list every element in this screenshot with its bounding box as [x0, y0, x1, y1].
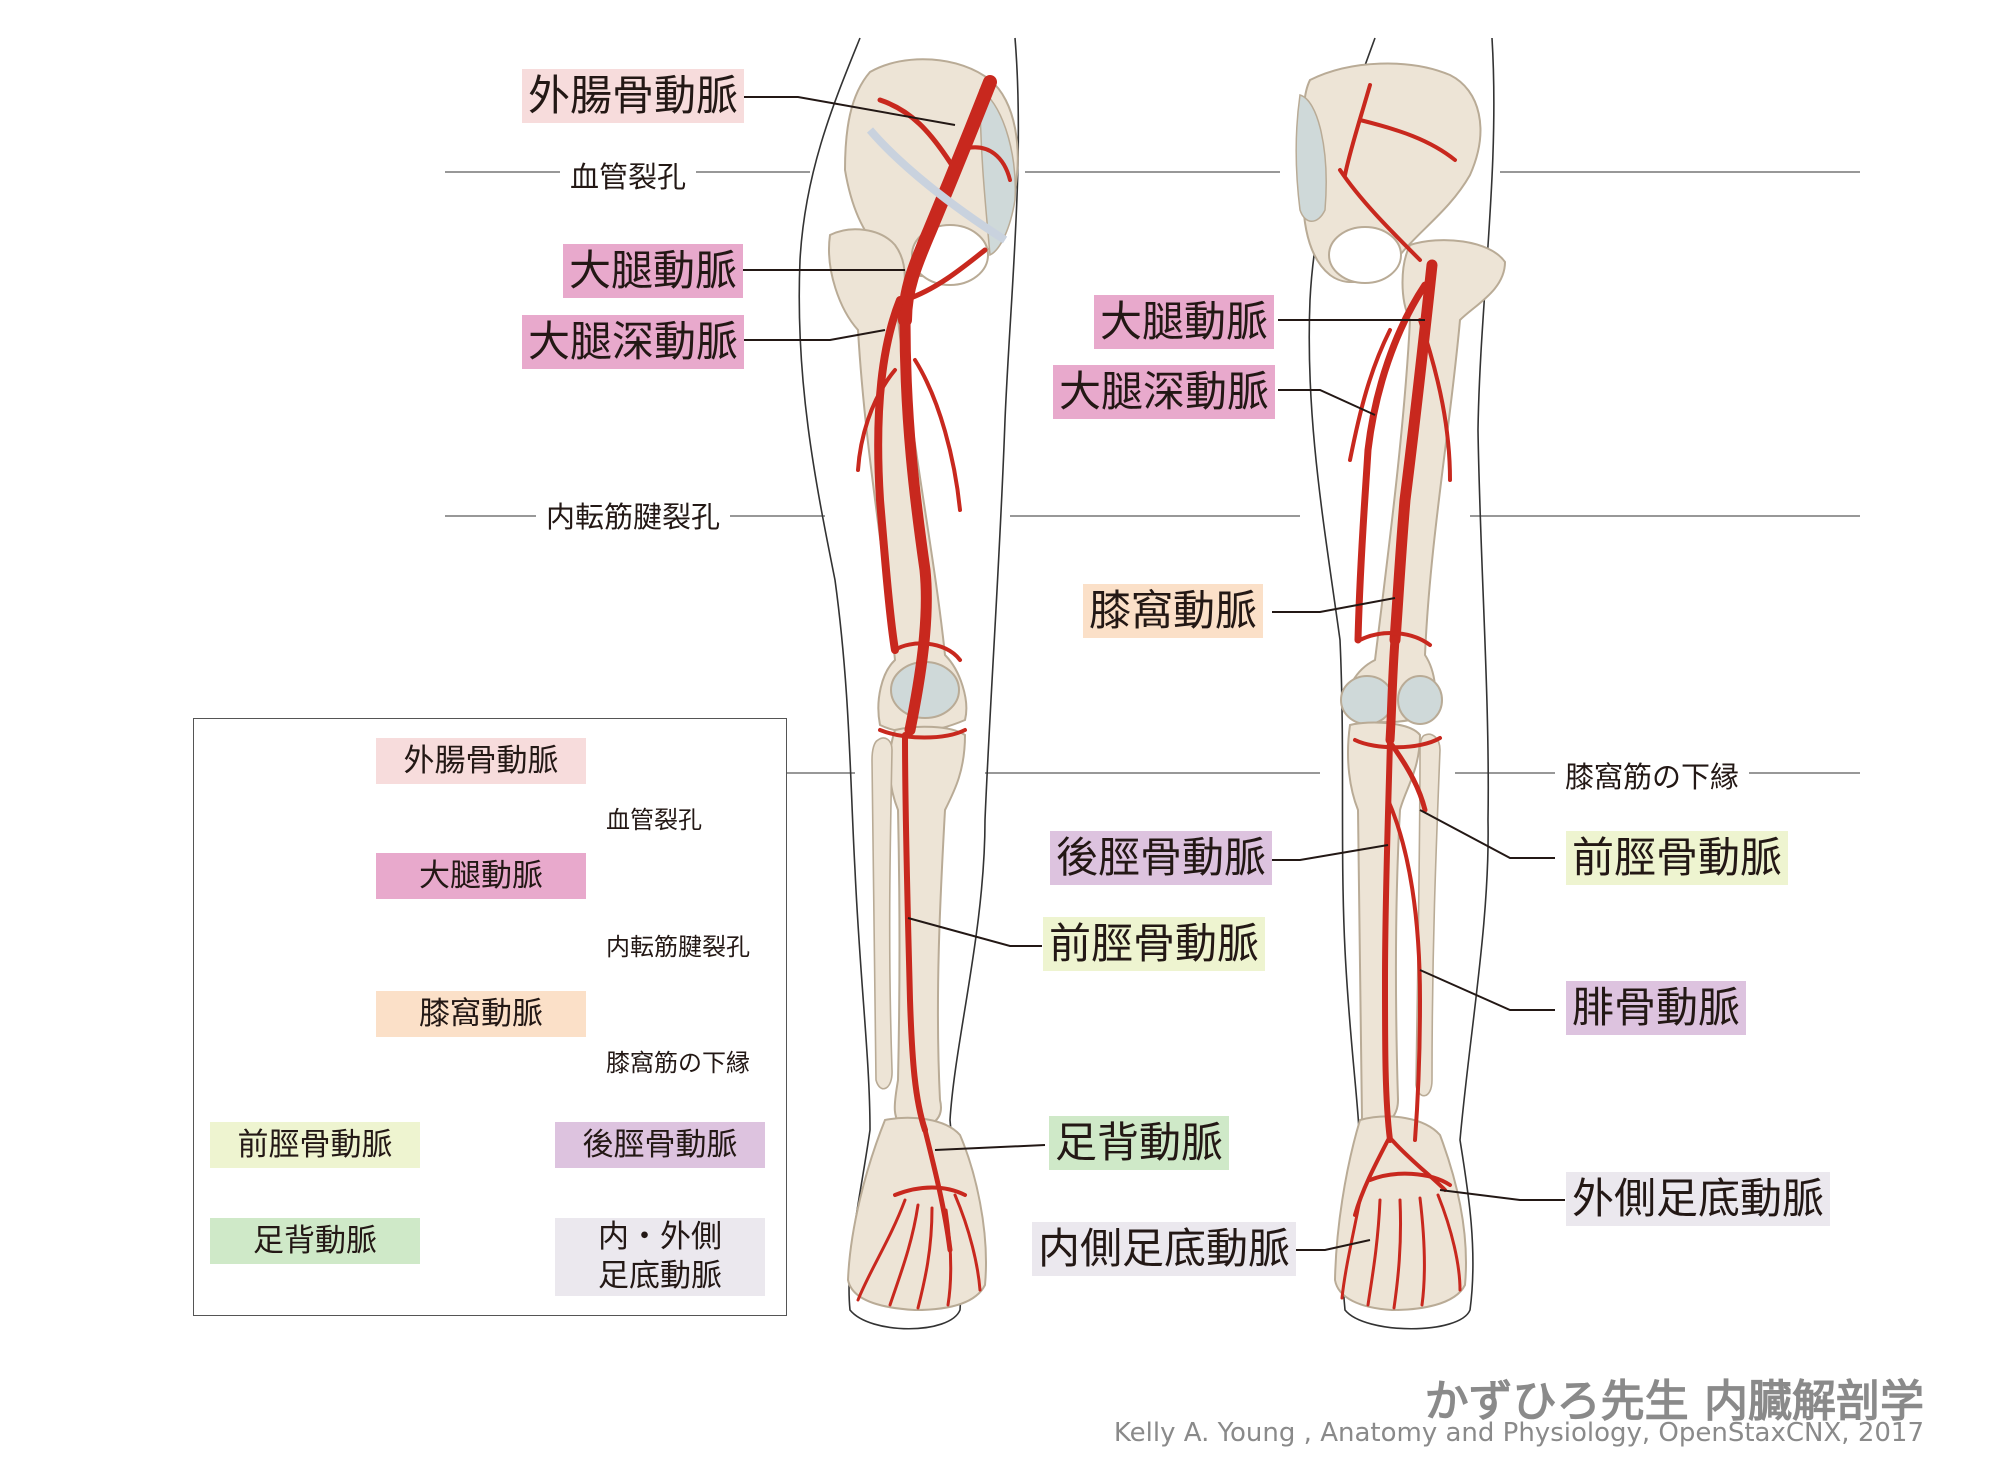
anterior-dorsalis-pedis-label: 足背動脈 [1049, 1116, 1230, 1170]
leader-fibular [1419, 969, 1555, 1011]
anterior-digital-arteries [856, 1193, 982, 1310]
posterior-arteries [1338, 83, 1462, 1310]
leader-medial-plantar [1292, 1239, 1371, 1251]
anterior-external-iliac-artery [898, 75, 997, 327]
leader-posterior-deep-femoral [1278, 389, 1376, 416]
leader-posterior-tibial [1272, 844, 1389, 861]
anterior-genicular-ring [878, 641, 967, 740]
posterior-medial-plantar-label: 内側足底動脈 [1032, 1222, 1297, 1276]
posterior-tibial-artery [1382, 737, 1393, 1143]
flowchart-plantar-line1: 内・外側 [598, 1219, 722, 1256]
posterior-femoral-artery [1389, 259, 1438, 646]
posterior-obturator [1328, 226, 1402, 284]
posterior-sacrum [1295, 94, 1327, 222]
flowchart-anterior-tibial: 前脛骨動脈 [210, 1122, 420, 1168]
leader-popliteal [1272, 597, 1396, 613]
anterior-anterior-tibial-label: 前脛骨動脈 [1043, 917, 1266, 971]
posterior-plantar-arch [1368, 1171, 1452, 1187]
anterior-femoral-artery [899, 314, 932, 736]
posterior-iliac-branches [1343, 83, 1457, 177]
flowchart-femoral: 大腿動脈 [376, 853, 586, 899]
posterior-lateral-plantar-artery [1390, 1138, 1447, 1192]
posterior-lateral-condyle [1397, 675, 1443, 725]
posterior-digital-arteries [1340, 1193, 1462, 1310]
anterior-deep-femoral-artery [874, 296, 904, 654]
leader-dorsalis-pedis [934, 1144, 1046, 1151]
anterior-leg-outline [798, 37, 1020, 1330]
anterior-fibula [871, 737, 893, 1090]
leader-anterior-deep-femoral [742, 329, 886, 341]
leader-anterior-external-iliac [742, 96, 956, 126]
flowchart-vascular-lacuna: 血管裂孔 [606, 806, 702, 834]
flowchart-external-iliac: 外腸骨動脈 [376, 738, 586, 784]
anterior-deep-femoral-label: 大腿深動脈 [522, 315, 745, 369]
posterior-popliteal-label: 膝窩動脈 [1083, 584, 1264, 638]
anterior-iliac-branch-1 [877, 97, 958, 173]
anterior-inguinal-ligament [866, 127, 1008, 244]
posterior-leg [1295, 37, 1507, 1330]
popliteus-lower-border-label: 膝窩筋の下縁 [1555, 763, 1750, 792]
posterior-deep-femoral-label: 大腿深動脈 [1053, 365, 1276, 419]
posterior-thigh-branch-2 [1348, 328, 1392, 462]
anterior-external-iliac-label: 外腸骨動脈 [522, 69, 745, 123]
anterior-femoral-label: 大腿動脈 [563, 244, 744, 298]
flowchart-plantar-arteries: 内・外側 足底動脈 [555, 1218, 765, 1296]
posterior-fibula [1415, 733, 1441, 1097]
anterior-arteries [856, 75, 1012, 1310]
posterior-deep-femoral-artery [1354, 281, 1429, 644]
flowchart-dorsalis-pedis: 足背動脈 [210, 1218, 420, 1264]
flowchart-popliteal: 膝窩動脈 [376, 991, 586, 1037]
leader-lines [742, 96, 1565, 1251]
anterior-circumflex-branch [902, 247, 988, 303]
posterior-leg-outline [1308, 37, 1495, 1330]
anterior-thigh-branch-2 [856, 368, 897, 472]
anterior-arcuate-artery [893, 1185, 967, 1197]
posterior-lateral-plantar-label: 外側足底動脈 [1566, 1172, 1831, 1226]
posterior-anterior-tibial-label: 前脛骨動脈 [1566, 831, 1789, 885]
flowchart-adductor-hiatus: 内転筋腱裂孔 [606, 933, 750, 961]
leader-anterior-tibial [907, 917, 1042, 947]
leader-lateral-plantar [1439, 1189, 1565, 1201]
posterior-fibular-label: 腓骨動脈 [1566, 981, 1747, 1035]
posterior-anterior-tibial-branch [1389, 742, 1428, 813]
flowchart-posterior-tibial: 後脛骨動脈 [555, 1122, 765, 1168]
posterior-thigh-branch-1 [1418, 318, 1452, 482]
leader-posterior-anterior-tibial [1419, 809, 1555, 859]
anterior-thigh-branch-1 [913, 358, 962, 512]
posterior-gluteal-branch [1338, 168, 1422, 262]
flowchart-popliteus-lower-border: 膝窩筋の下縁 [606, 1049, 750, 1077]
vascular-lacuna-label: 血管裂孔 [560, 163, 697, 192]
flowchart-plantar-line2: 足底動脈 [598, 1258, 722, 1294]
anterior-tibial-artery [902, 732, 928, 1133]
anterior-leg [798, 37, 1020, 1330]
posterior-femoral-label: 大腿動脈 [1094, 295, 1275, 349]
posterior-medial-condyle [1340, 675, 1394, 725]
posterior-fibular-artery [1386, 798, 1422, 1142]
posterior-popliteal-artery [1385, 635, 1400, 745]
brand-credit: かずひろ先生 内臓解剖学 [1424, 1376, 1924, 1427]
posterior-posterior-tibial-label: 後脛骨動脈 [1050, 831, 1273, 885]
source-credit: Kelly A. Young , Anatomy and Physiology,… [1113, 1418, 1924, 1448]
anterior-iliac-branch-2 [958, 145, 1012, 182]
posterior-genicular-ring [1353, 631, 1442, 750]
adductor-hiatus-label: 内転筋腱裂孔 [536, 503, 731, 532]
anterior-tibia [888, 725, 967, 1130]
